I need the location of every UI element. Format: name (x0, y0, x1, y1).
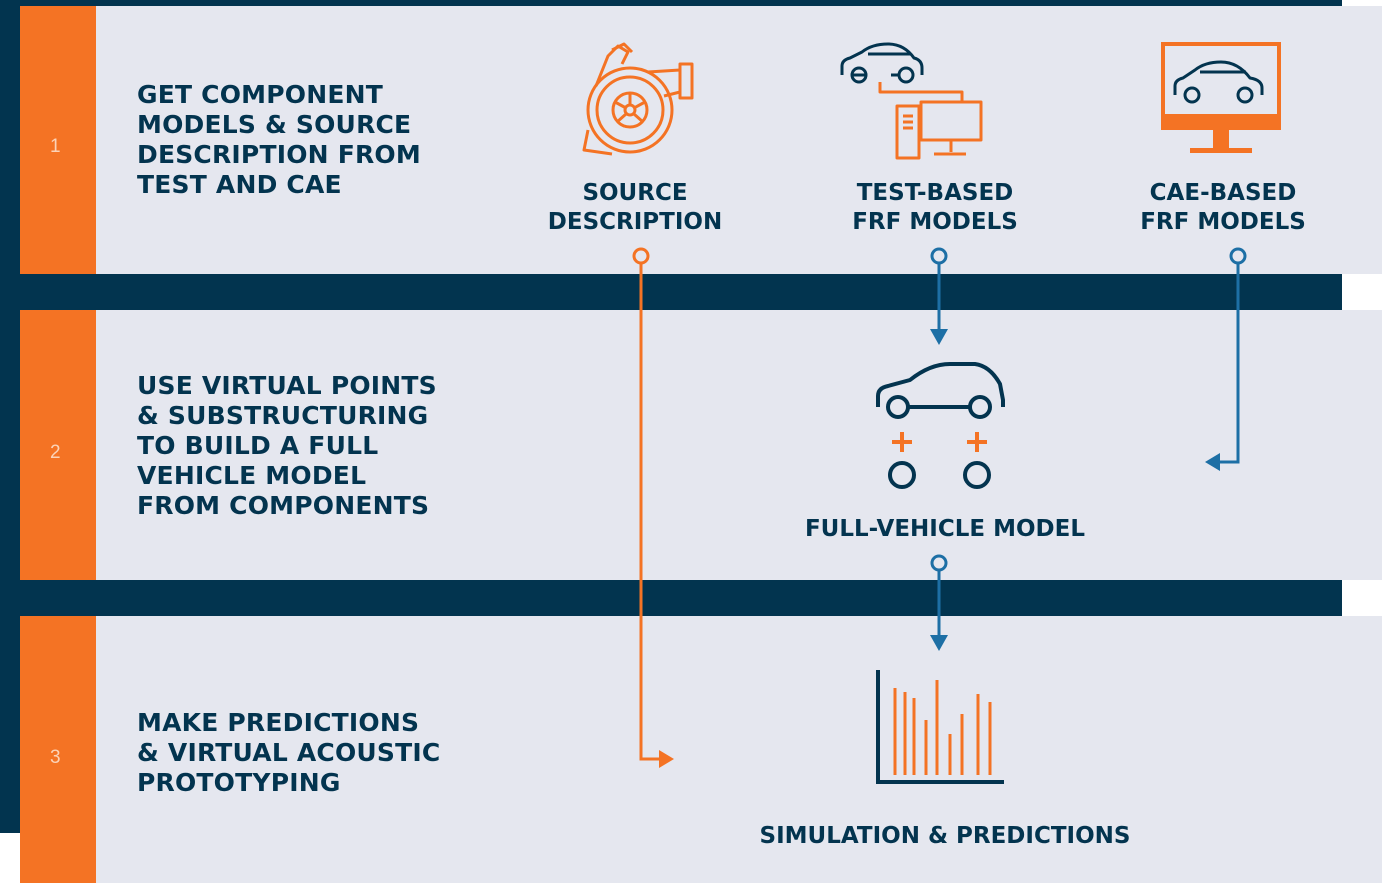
source-description-label: SOURCE DESCRIPTION (547, 180, 723, 235)
step-number: 3 (50, 747, 61, 768)
monitor-car-icon (1161, 42, 1281, 153)
car-assembly-icon (876, 362, 1005, 489)
arrow-right-icon (659, 750, 674, 768)
step-title: GET COMPONENT MODELS & SOURCE DESCRIPTIO… (137, 80, 421, 199)
cae-based-frf-label: CAE-BASED FRF MODELS (1140, 180, 1306, 235)
navy-band-2 (0, 580, 1342, 616)
simulation-predictions-label: SIMULATION & PREDICTIONS (759, 823, 1131, 849)
navy-band-1 (0, 274, 1342, 310)
turbocharger-icon (582, 42, 694, 156)
step-title: USE VIRTUAL POINTS & SUBSTRUCTURING TO B… (137, 371, 437, 520)
navy-frame-left (0, 0, 20, 833)
step-number-column (20, 616, 96, 883)
test-based-connector (930, 247, 948, 345)
arrow-down-icon (930, 329, 948, 345)
cae-based-connector (1205, 247, 1247, 471)
test-based-frf-label: TEST-BASED FRF MODELS (852, 180, 1018, 235)
full-vehicle-model-label: FULL-VEHICLE MODEL (804, 516, 1086, 542)
step-number-column (20, 6, 96, 274)
step-row-3: 3 (20, 616, 1382, 883)
step-number: 2 (50, 442, 61, 463)
full-vehicle-connector (930, 554, 948, 651)
step-row-2: 2 (20, 310, 1382, 580)
step-number: 1 (50, 136, 61, 157)
arrow-left-icon (1205, 453, 1220, 471)
step-title: MAKE PREDICTIONS & VIRTUAL ACOUSTIC PROT… (137, 708, 441, 797)
step-row-1: 1 (20, 6, 1382, 274)
car-computer-test-icon (840, 42, 983, 160)
source-connector (632, 247, 674, 768)
arrow-down-icon (930, 635, 948, 651)
step-number-column (20, 310, 96, 580)
bar-chart-icon (876, 670, 1004, 784)
